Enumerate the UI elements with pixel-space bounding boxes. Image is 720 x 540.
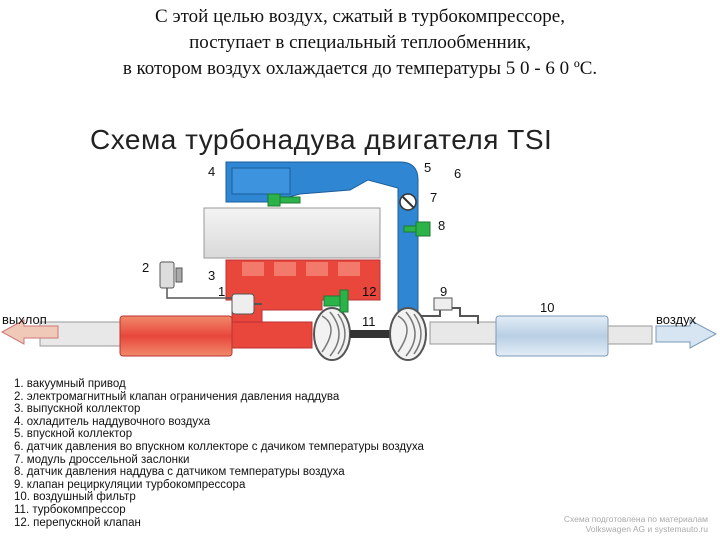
callout-12: 12 (362, 284, 376, 299)
source-credit: Схема подготовлена по материалам Volkswa… (498, 514, 708, 534)
callout-3: 3 (208, 268, 215, 283)
legend-item: 12. перепускной клапан (14, 516, 141, 529)
sensor-6 (267, 193, 301, 207)
intake-pipe (429, 315, 653, 357)
bypass-valve-12 (323, 289, 349, 313)
throttle-module (399, 193, 417, 211)
engine-block (203, 207, 381, 259)
legend: 1. вакуумный привод 2. электромагнитный … (14, 378, 424, 529)
legend-item: 4. охладитель наддувочного воздуха (14, 415, 211, 428)
legend-item: 8. датчик давления наддува с датчиком те… (14, 466, 345, 479)
callout-2: 2 (142, 260, 149, 275)
legend-item: 3. выпускной коллектор (14, 403, 141, 416)
callout-8: 8 (438, 218, 445, 233)
callout-1: 1 (218, 284, 225, 299)
caption-line-1: С этой целью воздух, сжатый в турбокомпр… (155, 6, 565, 27)
callout-4: 4 (208, 164, 215, 179)
recirculation-valve (433, 297, 453, 311)
compressor-wheel (389, 307, 427, 361)
callout-6: 6 (454, 166, 461, 181)
legend-item: 6. датчик давления во впускном коллектор… (14, 440, 424, 453)
exhaust-arrow (0, 319, 59, 345)
legend-item: 11. турбокомпрессор (14, 503, 126, 516)
legend-item: 5. впускной коллектор (14, 428, 133, 441)
legend-item: 1. вакуумный привод (14, 378, 126, 390)
exhaust-pipe (39, 315, 313, 357)
legend-item: 2. электромагнитный клапан ограничения д… (14, 390, 340, 403)
credit-line-2: Volkswagen AG и systemauto.ru (585, 524, 708, 534)
callout-7: 7 (430, 190, 437, 205)
turbo-diagram: выхлоп воздух (0, 160, 718, 361)
callout-11: 11 (362, 314, 376, 329)
air-arrow (655, 319, 718, 349)
legend-item: 9. клапан рециркуляции турбокомпрессора (14, 478, 246, 491)
vacuum-actuator (231, 293, 262, 315)
sensor-8 (403, 221, 431, 237)
legend-item: 7. модуль дроссельной заслонки (14, 453, 190, 466)
caption-line-2: поступает в специальный теплообменник, (189, 32, 531, 53)
air-label: воздух (656, 312, 697, 327)
callout-5: 5 (424, 160, 431, 175)
recirculation-line (418, 307, 479, 324)
turbo-shaft (350, 330, 390, 338)
exhaust-manifold (225, 259, 381, 323)
exhaust-label: выхлоп (2, 312, 47, 327)
caption-line-3: в котором воздух охлаждается до температ… (122, 58, 598, 79)
legend-item: 10. воздушный фильтр (14, 491, 136, 504)
credit-line-1: Схема подготовлена по материалам (563, 514, 708, 524)
callout-9: 9 (440, 284, 447, 299)
callout-10: 10 (540, 300, 554, 315)
diagram-title: Схема турбонадува двигателя TSI (90, 124, 553, 155)
turbine-wheel (313, 307, 351, 361)
solenoid-valve (159, 261, 232, 299)
